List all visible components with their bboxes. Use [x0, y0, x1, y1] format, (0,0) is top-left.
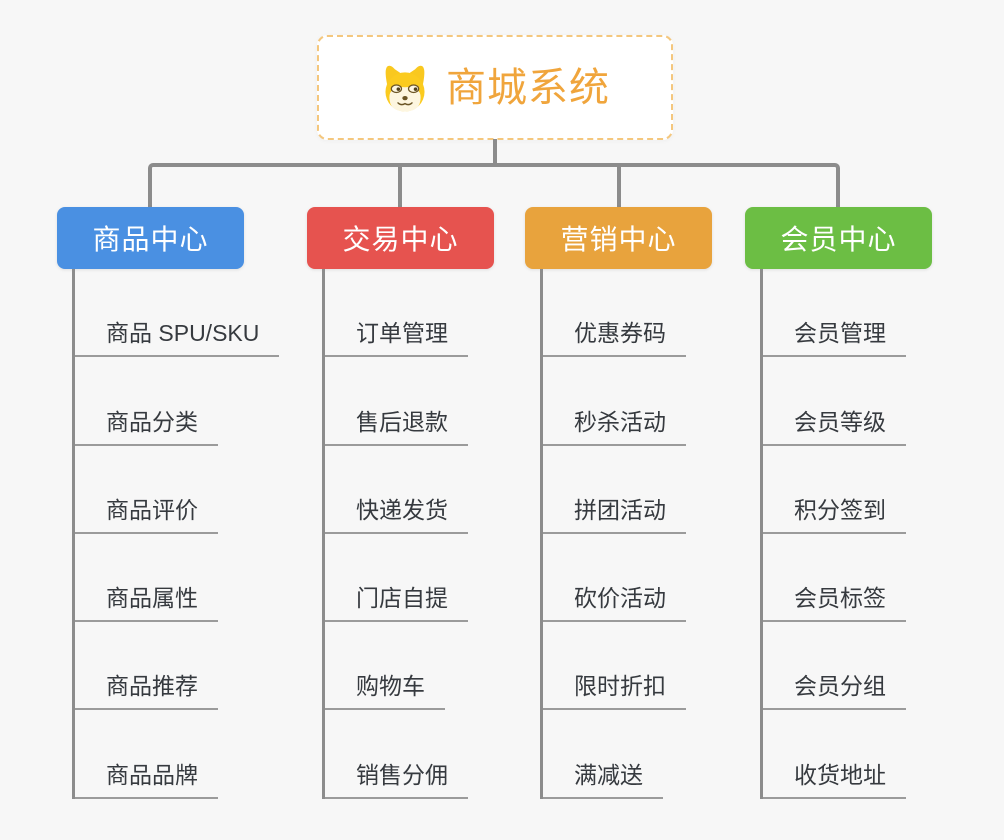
leaf-item[interactable]: 商品推荐: [75, 667, 218, 711]
leaf-item[interactable]: 优惠券码: [543, 314, 686, 358]
leaf-row: 商品推荐: [75, 622, 315, 711]
leaf-row: 收货地址: [763, 710, 1003, 799]
leaf-item[interactable]: 商品 SPU/SKU: [75, 314, 280, 358]
leaf-item[interactable]: 满减送: [543, 756, 663, 799]
leaf-row: 限时折扣: [543, 622, 783, 711]
leaf-item[interactable]: 砍价活动: [543, 579, 686, 623]
branch-column-member: 会员管理 会员等级 积分签到 会员标签 会员分组 收货地址: [760, 269, 1003, 799]
branch-label: 商品中心: [92, 224, 209, 255]
leaf-item[interactable]: 订单管理: [325, 314, 468, 358]
leaf-row: 商品分类: [75, 357, 315, 446]
connector-root-stem: [493, 139, 497, 167]
leaf-row: 积分签到: [763, 446, 1003, 534]
branch-column-trade: 订单管理 售后退款 快递发货 门店自提 购物车 销售分佣: [322, 269, 565, 799]
leaf-item[interactable]: 积分签到: [763, 491, 906, 534]
leaf-item[interactable]: 售后退款: [325, 403, 468, 446]
branch-column-product: 商品 SPU/SKU 商品分类 商品评价 商品属性 商品推荐 商品品牌: [72, 269, 315, 799]
leaf-item[interactable]: 会员分组: [763, 667, 906, 711]
leaf-row: 秒杀活动: [543, 357, 783, 446]
leaf-row: 销售分佣: [325, 710, 565, 799]
leaf-row: 拼团活动: [543, 446, 783, 534]
leaf-item[interactable]: 快递发货: [325, 491, 468, 534]
branch-label: 营销中心: [560, 224, 677, 255]
leaf-item[interactable]: 限时折扣: [543, 667, 686, 711]
doge-face-icon: [380, 63, 430, 113]
leaf-row: 门店自提: [325, 534, 565, 623]
leaf-row: 砍价活动: [543, 534, 783, 623]
branch-column-marketing: 优惠券码 秒杀活动 拼团活动 砍价活动 限时折扣 满减送: [540, 269, 783, 799]
leaf-item[interactable]: 购物车: [325, 667, 445, 711]
root-title: 商城系统: [446, 65, 610, 110]
leaf-item[interactable]: 收货地址: [763, 756, 906, 799]
connector-rail: [148, 163, 840, 207]
leaf-row: 商品品牌: [75, 710, 315, 799]
branch-node-trade[interactable]: 交易中心: [307, 207, 494, 269]
leaf-item[interactable]: 拼团活动: [543, 491, 686, 534]
leaf-row: 商品属性: [75, 534, 315, 623]
leaf-row: 快递发货: [325, 446, 565, 534]
leaf-item[interactable]: 销售分佣: [325, 756, 468, 799]
leaf-row: 会员管理: [763, 269, 1003, 358]
leaf-row: 会员等级: [763, 357, 1003, 446]
branch-node-marketing[interactable]: 营销中心: [525, 207, 712, 269]
connector-drop-marketing: [617, 166, 621, 207]
branch-node-product[interactable]: 商品中心: [57, 207, 244, 269]
leaf-row: 商品 SPU/SKU: [75, 269, 315, 358]
leaf-row: 商品评价: [75, 446, 315, 534]
leaf-item[interactable]: 门店自提: [325, 579, 468, 623]
leaf-item[interactable]: 秒杀活动: [543, 403, 686, 446]
connector-drop-trade: [398, 166, 402, 207]
branch-node-member[interactable]: 会员中心: [745, 207, 932, 269]
leaf-item[interactable]: 会员管理: [763, 314, 906, 358]
leaf-item[interactable]: 商品分类: [75, 403, 218, 446]
leaf-row: 优惠券码: [543, 269, 783, 358]
leaf-item[interactable]: 商品评价: [75, 491, 218, 534]
leaf-row: 购物车: [325, 622, 565, 711]
branch-label: 交易中心: [342, 224, 459, 255]
leaf-item[interactable]: 会员等级: [763, 403, 906, 446]
leaf-row: 会员标签: [763, 534, 1003, 623]
leaf-item[interactable]: 商品属性: [75, 579, 218, 623]
leaf-item[interactable]: 商品品牌: [75, 756, 218, 799]
leaf-row: 会员分组: [763, 622, 1003, 711]
leaf-item[interactable]: 会员标签: [763, 579, 906, 623]
root-node[interactable]: 商城系统: [317, 35, 673, 140]
branch-label: 会员中心: [780, 224, 897, 255]
leaf-row: 售后退款: [325, 357, 565, 446]
leaf-row: 订单管理: [325, 269, 565, 358]
leaf-row: 满减送: [543, 710, 783, 799]
